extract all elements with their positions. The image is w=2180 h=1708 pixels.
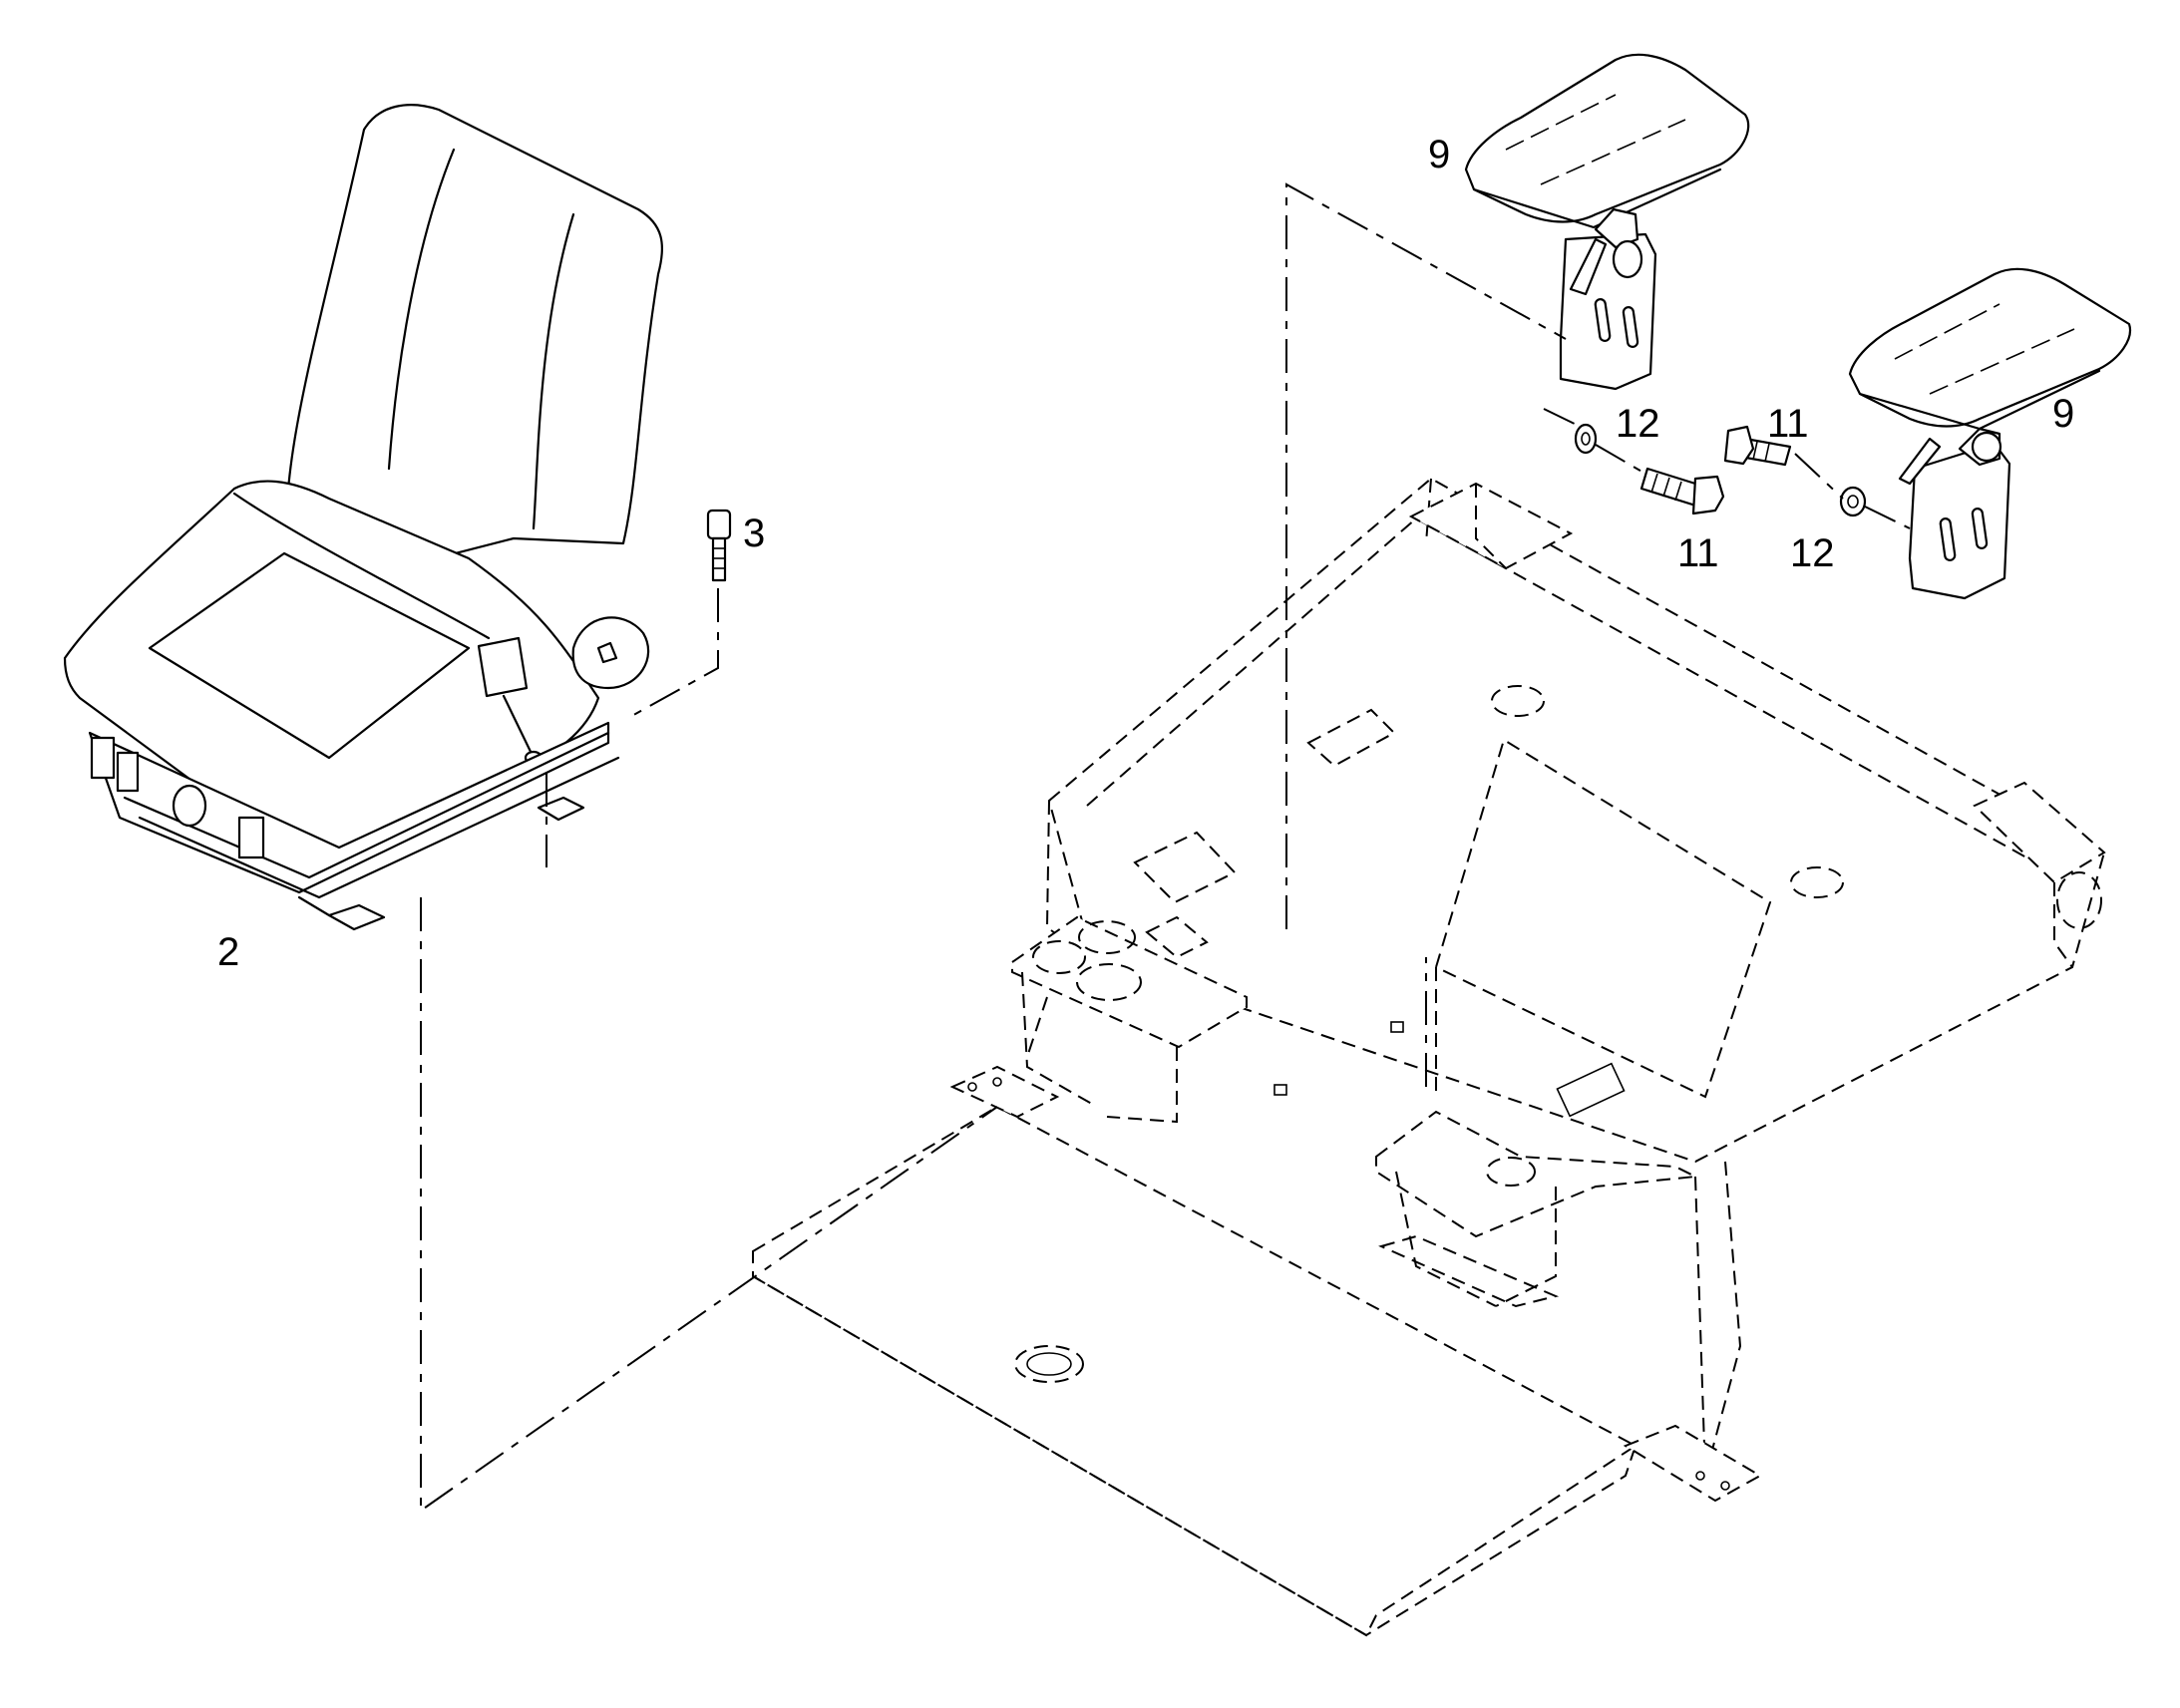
callout-seat: 2 bbox=[217, 930, 239, 974]
assembly-leader-lines bbox=[420, 182, 1911, 1513]
bolt-left bbox=[1639, 467, 1725, 515]
callout-armrest-left: 9 bbox=[1428, 133, 1450, 176]
seat-frame-platform bbox=[752, 477, 2106, 1637]
armrest-left bbox=[1464, 53, 1750, 391]
callout-seat-bolt: 3 bbox=[743, 512, 765, 555]
washer-left bbox=[1574, 423, 1598, 455]
callout-labels: 2 3 9 9 12 11 11 12 bbox=[217, 133, 2074, 974]
callout-armrest-right: 9 bbox=[2052, 392, 2074, 436]
callout-bolt-right: 11 bbox=[1767, 402, 1809, 446]
callout-washer-right: 12 bbox=[1790, 531, 1835, 575]
callout-bolt-left: 11 bbox=[1677, 531, 1719, 575]
operator-seat bbox=[63, 104, 664, 931]
seat-bolt bbox=[706, 509, 732, 582]
washer-right bbox=[1839, 486, 1867, 517]
bolt-right bbox=[1723, 425, 1792, 467]
armrest-right bbox=[1848, 267, 2132, 600]
callout-washer-left: 12 bbox=[1616, 402, 1660, 446]
